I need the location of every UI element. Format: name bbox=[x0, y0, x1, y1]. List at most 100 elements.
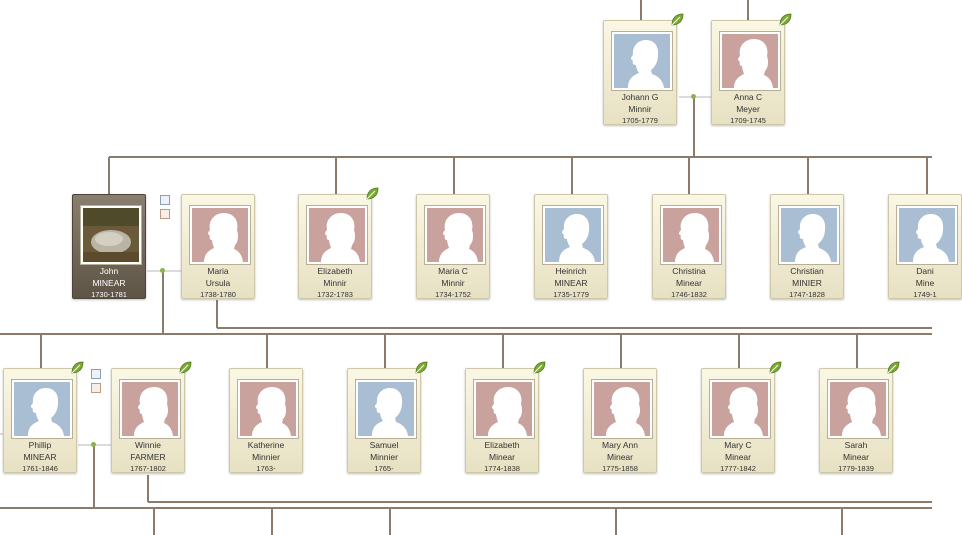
person-last-name: Minnier bbox=[252, 452, 280, 462]
male-silhouette-icon bbox=[542, 205, 604, 265]
male-silhouette-icon bbox=[611, 31, 673, 91]
person-first-name: Maria C bbox=[438, 266, 468, 276]
person-first-name: Christina bbox=[672, 266, 706, 276]
person-last-name: Minnir bbox=[323, 278, 347, 288]
female-silhouette-icon bbox=[189, 205, 251, 265]
person-life-dates: 1775-1858 bbox=[602, 464, 638, 473]
person-first-name: Winnie bbox=[135, 440, 161, 450]
female-silhouette-icon bbox=[827, 379, 889, 439]
hint-leaf-icon[interactable] bbox=[768, 361, 782, 375]
person-first-name: Phillip bbox=[28, 440, 52, 450]
female-silhouette-icon bbox=[660, 205, 722, 265]
expand-father-button[interactable] bbox=[91, 369, 101, 379]
person-life-dates: 1705-1779 bbox=[622, 116, 658, 125]
female-silhouette-icon bbox=[237, 379, 299, 439]
female-silhouette-icon bbox=[473, 379, 535, 439]
hint-leaf-icon[interactable] bbox=[365, 187, 379, 201]
person-last-name: Ursula bbox=[205, 278, 231, 288]
hint-leaf-icon[interactable] bbox=[70, 361, 84, 375]
person-life-dates: 1746-1832 bbox=[671, 290, 707, 299]
person-life-dates: 1777-1842 bbox=[720, 464, 756, 473]
person-last-name: Minear bbox=[607, 452, 633, 462]
person-life-dates: 1749-1 bbox=[913, 290, 937, 299]
female-silhouette-icon bbox=[709, 379, 771, 439]
person-first-name: Mary C bbox=[724, 440, 752, 450]
person-last-name: FARMER bbox=[130, 452, 166, 462]
person-last-name: Minnier bbox=[370, 452, 398, 462]
person-last-name: Minear bbox=[489, 452, 515, 462]
person-last-name: MINEAR bbox=[92, 278, 126, 288]
person-life-dates: 1767-1802 bbox=[130, 464, 166, 473]
expand-mother-button[interactable] bbox=[91, 383, 101, 393]
person-last-name: MINEAR bbox=[23, 452, 57, 462]
person-life-dates: 1747-1828 bbox=[789, 290, 825, 299]
person-first-name: Heinrich bbox=[555, 266, 587, 276]
person-first-name: Elizabeth bbox=[484, 440, 520, 450]
person-life-dates: 1735-1779 bbox=[553, 290, 589, 299]
person-last-name: Minear bbox=[725, 452, 751, 462]
person-life-dates: 1709-1745 bbox=[730, 116, 766, 125]
person-life-dates: 1732-1783 bbox=[317, 290, 353, 299]
person-last-name: MINIER bbox=[792, 278, 822, 288]
person-last-name: MINEAR bbox=[554, 278, 588, 288]
male-silhouette-icon bbox=[11, 379, 73, 439]
male-silhouette-icon bbox=[355, 379, 417, 439]
couple-connector-dot bbox=[160, 268, 165, 273]
male-silhouette-icon bbox=[778, 205, 840, 265]
person-first-name: Johann G bbox=[621, 92, 659, 102]
couple-connector-dot bbox=[691, 94, 696, 99]
female-silhouette-icon bbox=[424, 205, 486, 265]
person-first-name: Anna C bbox=[733, 92, 763, 102]
person-last-name: Meyer bbox=[736, 104, 760, 114]
person-card-mary-c[interactable]: Mary C Minear 1777-1842 bbox=[701, 368, 775, 473]
hint-leaf-icon[interactable] bbox=[178, 361, 192, 375]
expand-mother-button[interactable] bbox=[160, 209, 170, 219]
person-card-anna[interactable]: Anna C Meyer 1709-1745 bbox=[711, 20, 785, 125]
person-life-dates: 1730-1781 bbox=[91, 290, 127, 299]
person-life-dates: 1765- bbox=[374, 464, 394, 473]
person-first-name: Sarah bbox=[844, 440, 868, 450]
person-last-name: Minear bbox=[843, 452, 869, 462]
person-last-name: Mine bbox=[915, 278, 935, 288]
female-silhouette-icon bbox=[306, 205, 368, 265]
hint-leaf-icon[interactable] bbox=[532, 361, 546, 375]
person-first-name: Maria bbox=[207, 266, 229, 276]
hint-leaf-icon[interactable] bbox=[414, 361, 428, 375]
person-first-name: Elizabeth bbox=[317, 266, 353, 276]
person-first-name: Samuel bbox=[369, 440, 399, 450]
person-life-dates: 1779-1839 bbox=[838, 464, 874, 473]
person-first-name: Christian bbox=[790, 266, 824, 276]
person-first-name: Dani bbox=[916, 266, 934, 276]
hint-leaf-icon[interactable] bbox=[778, 13, 792, 27]
female-silhouette-icon bbox=[719, 31, 781, 91]
person-last-name: Minear bbox=[676, 278, 702, 288]
female-silhouette-icon bbox=[119, 379, 181, 439]
person-life-dates: 1734-1752 bbox=[435, 290, 471, 299]
hint-leaf-icon[interactable] bbox=[670, 13, 684, 27]
female-silhouette-icon bbox=[591, 379, 653, 439]
person-life-dates: 1761-1846 bbox=[22, 464, 58, 473]
person-life-dates: 1774-1838 bbox=[484, 464, 520, 473]
expand-father-button[interactable] bbox=[160, 195, 170, 205]
person-life-dates: 1763- bbox=[256, 464, 276, 473]
male-silhouette-icon bbox=[896, 205, 958, 265]
person-first-name: John bbox=[99, 266, 119, 276]
hint-leaf-icon[interactable] bbox=[886, 361, 900, 375]
couple-connector-dot bbox=[91, 442, 96, 447]
